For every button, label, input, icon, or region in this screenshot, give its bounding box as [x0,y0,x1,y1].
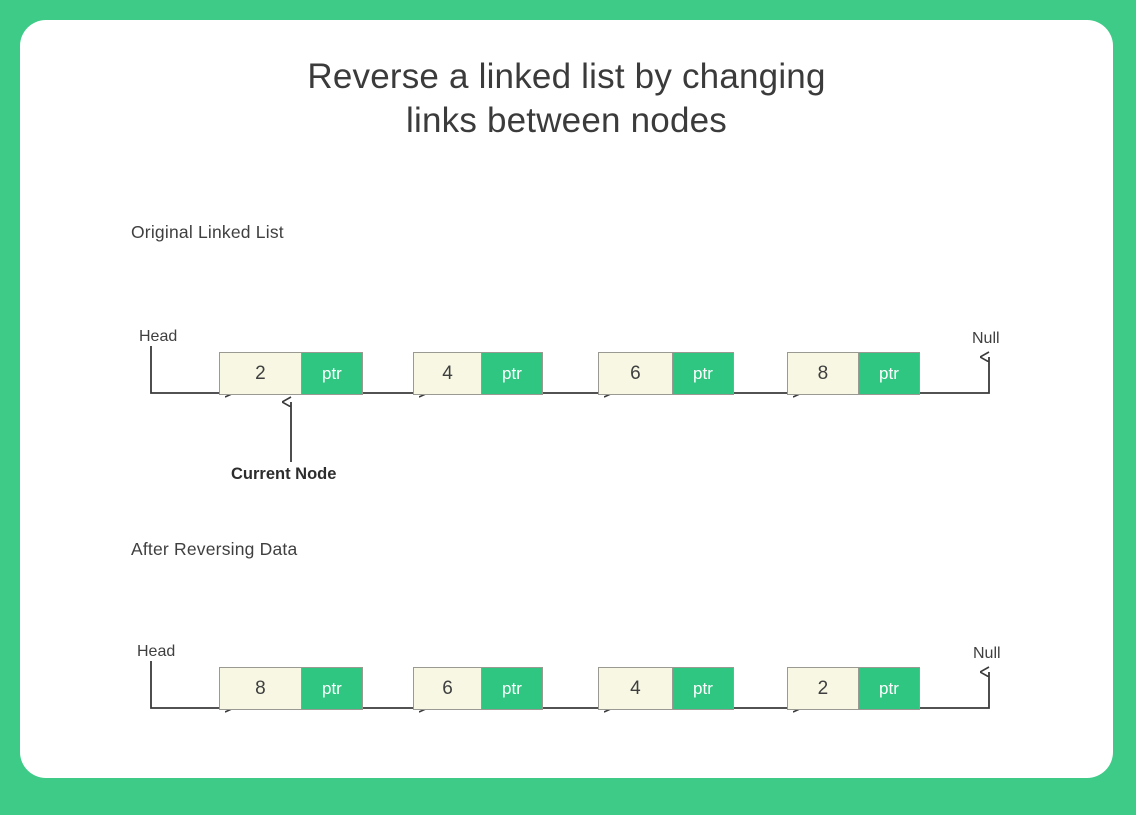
list-node[interactable]: 2 ptr [219,352,363,395]
linked-list-original: Head Null Current Node 2 ptr 4 ptr 6 ptr… [20,300,1113,500]
list-node[interactable]: 6 ptr [598,352,734,395]
list-node[interactable]: 8 ptr [787,352,920,395]
title-line-2: links between nodes [406,101,727,140]
node-ptr: ptr [857,668,919,709]
null-label-original: Null [972,330,1000,347]
list-node[interactable]: 8 ptr [219,667,363,710]
list-node[interactable]: 4 ptr [413,352,543,395]
node-ptr: ptr [671,668,733,709]
head-label-reversed: Head [137,643,176,660]
list-node[interactable]: 4 ptr [598,667,734,710]
node-ptr: ptr [671,353,733,394]
node-ptr: ptr [480,353,542,394]
head-label-original: Head [139,328,178,345]
white-card: Reverse a linked list by changing links … [20,20,1113,778]
node-ptr: ptr [300,668,362,709]
node-value: 2 [220,353,301,394]
node-ptr: ptr [857,353,919,394]
list-node[interactable]: 2 ptr [787,667,920,710]
node-value: 6 [414,668,481,709]
node-ptr: ptr [300,353,362,394]
node-value: 4 [599,668,672,709]
connector-lines-reversed [150,661,990,815]
node-value: 4 [414,353,481,394]
node-value: 8 [220,668,301,709]
section-label-reversed: After Reversing Data [131,539,298,559]
node-value: 6 [599,353,672,394]
node-ptr: ptr [480,668,542,709]
current-node-label: Current Node [231,465,337,483]
linked-list-reversed: Head Null 8 ptr 6 ptr 4 ptr 2 ptr [20,615,1113,815]
node-value: 8 [788,353,858,394]
connector-lines-original [150,346,990,462]
title-line-1: Reverse a linked list by changing [307,57,826,96]
section-label-original: Original Linked List [131,222,284,242]
page-title: Reverse a linked list by changing links … [20,55,1113,143]
null-label-reversed: Null [973,645,1001,662]
node-value: 2 [788,668,858,709]
list-node[interactable]: 6 ptr [413,667,543,710]
